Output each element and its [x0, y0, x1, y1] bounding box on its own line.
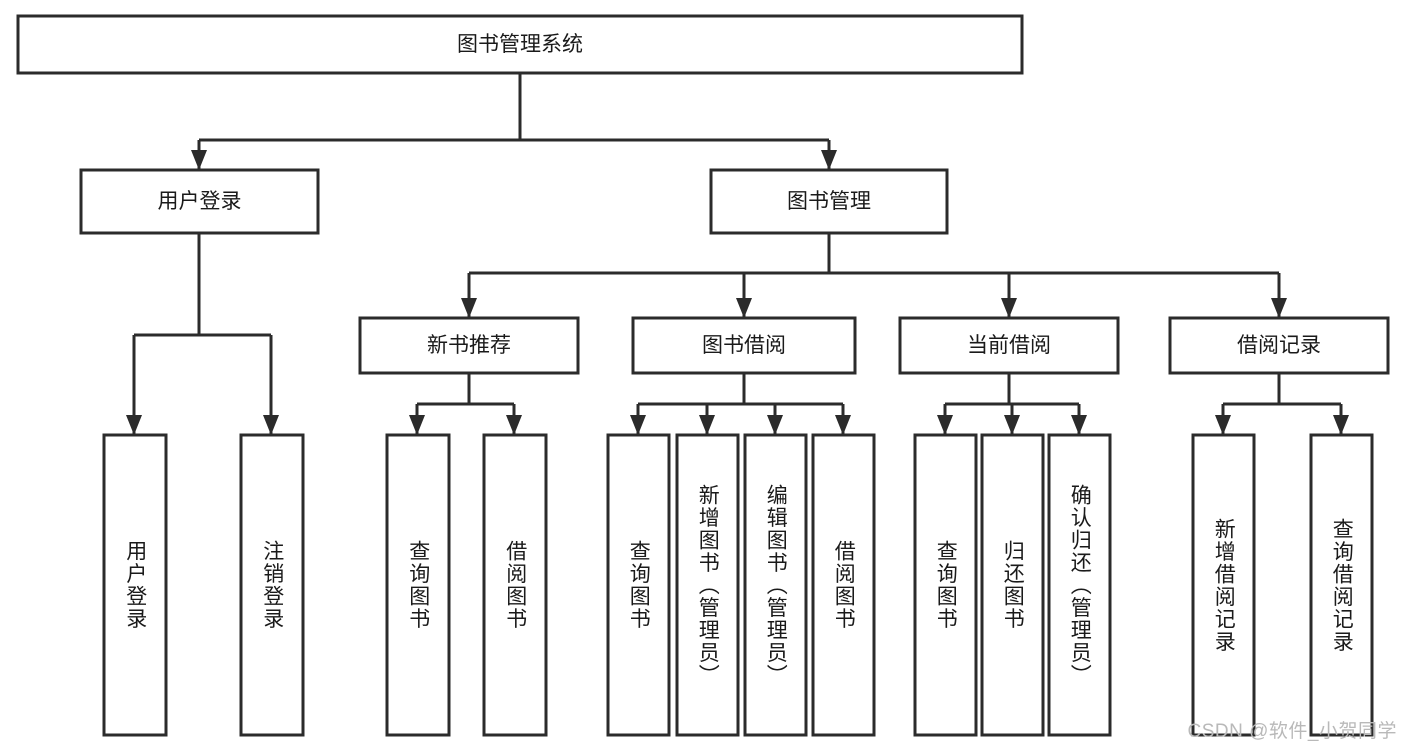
arrow-head-icon: [506, 415, 522, 435]
node-box: [1168, 316, 1390, 375]
leaf-box: [102, 433, 168, 737]
leaf-node-确认归还管理员-10[interactable]: [1047, 433, 1112, 737]
leaf-box: [980, 433, 1045, 737]
node-box: [898, 316, 1120, 375]
node-box: [709, 168, 949, 235]
connector-root-to-level2: [191, 73, 837, 170]
node-box: [16, 14, 1024, 75]
leaf-node-注销登录-1[interactable]: [239, 433, 305, 737]
arrow-head-icon: [937, 415, 953, 435]
leaf-node-查询图书-8[interactable]: [913, 433, 978, 737]
connector-login-to-leaves: [126, 233, 279, 435]
connector-borrow-to-leaves: [630, 373, 851, 435]
leaf-box: [1191, 433, 1256, 737]
arrow-head-icon: [461, 298, 477, 318]
node-box: [79, 168, 320, 235]
leaf-node-编辑图书管理员-6[interactable]: [743, 433, 808, 737]
node-box: [631, 316, 857, 375]
watermark-text: CSDN @软件_小贺同学: [1187, 721, 1397, 742]
arrow-head-icon: [1071, 415, 1087, 435]
arrow-head-icon: [1001, 298, 1017, 318]
level3-node-借阅记录[interactable]: 借阅记录: [1168, 316, 1390, 375]
arrow-head-icon: [736, 298, 752, 318]
leaf-node-查询图书-2[interactable]: [385, 433, 451, 737]
leaf-box: [743, 433, 808, 737]
node-label: 借阅记录: [1237, 334, 1321, 357]
leaf-node-新增图书管理员-5[interactable]: [675, 433, 740, 737]
connector-current-to-leaves: [937, 373, 1087, 435]
arrow-head-icon: [263, 415, 279, 435]
level2-node-图书管理[interactable]: 图书管理: [709, 168, 949, 235]
arrow-head-icon: [835, 415, 851, 435]
arrow-head-icon: [630, 415, 646, 435]
level3-node-新书推荐[interactable]: 新书推荐: [358, 316, 580, 375]
arrow-head-icon: [1271, 298, 1287, 318]
leaf-node-归还图书-9[interactable]: [980, 433, 1045, 737]
level3-node-当前借阅[interactable]: 当前借阅: [898, 316, 1120, 375]
level3-node-图书借阅[interactable]: 图书借阅: [631, 316, 857, 375]
arrow-head-icon: [821, 150, 837, 170]
arrow-head-icon: [1004, 415, 1020, 435]
level2-node-用户登录[interactable]: 用户登录: [79, 168, 320, 235]
leaf-box: [1047, 433, 1112, 737]
connector-record-to-leaves: [1215, 373, 1349, 435]
node-box: [358, 316, 580, 375]
node-label: 图书管理系统: [457, 33, 583, 56]
arrow-head-icon: [191, 150, 207, 170]
root-node-图书管理系统[interactable]: 图书管理系统: [16, 14, 1024, 75]
node-label: 图书借阅: [702, 334, 786, 357]
connectors-layer: [126, 73, 1349, 435]
arrow-head-icon: [409, 415, 425, 435]
node-label: 图书管理: [787, 190, 871, 213]
connector-bookmgmt-to-level3: [461, 233, 1287, 318]
arrow-head-icon: [767, 415, 783, 435]
leaf-box: [675, 433, 740, 737]
leaf-node-查询图书-4[interactable]: [606, 433, 671, 737]
arrow-head-icon: [126, 415, 142, 435]
leaf-box: [482, 433, 548, 737]
leaf-node-用户登录-0[interactable]: [102, 433, 168, 737]
leaf-box: [606, 433, 671, 737]
leaf-node-借阅图书-7[interactable]: [811, 433, 876, 737]
arrow-head-icon: [1333, 415, 1349, 435]
leaf-box: [913, 433, 978, 737]
node-label: 当前借阅: [967, 334, 1051, 357]
leaf-box: [811, 433, 876, 737]
arrow-head-icon: [1215, 415, 1231, 435]
node-label: 用户登录: [158, 190, 242, 213]
leaf-node-查询借阅记录-12[interactable]: [1309, 433, 1374, 737]
connector-newbook-to-leaves: [409, 373, 522, 435]
leaf-box: [239, 433, 305, 737]
leaf-box: [1309, 433, 1374, 737]
leaf-box: [385, 433, 451, 737]
leaf-node-借阅图书-3[interactable]: [482, 433, 548, 737]
leaf-node-新增借阅记录-11[interactable]: [1191, 433, 1256, 737]
arrow-head-icon: [699, 415, 715, 435]
node-label: 新书推荐: [427, 334, 511, 357]
